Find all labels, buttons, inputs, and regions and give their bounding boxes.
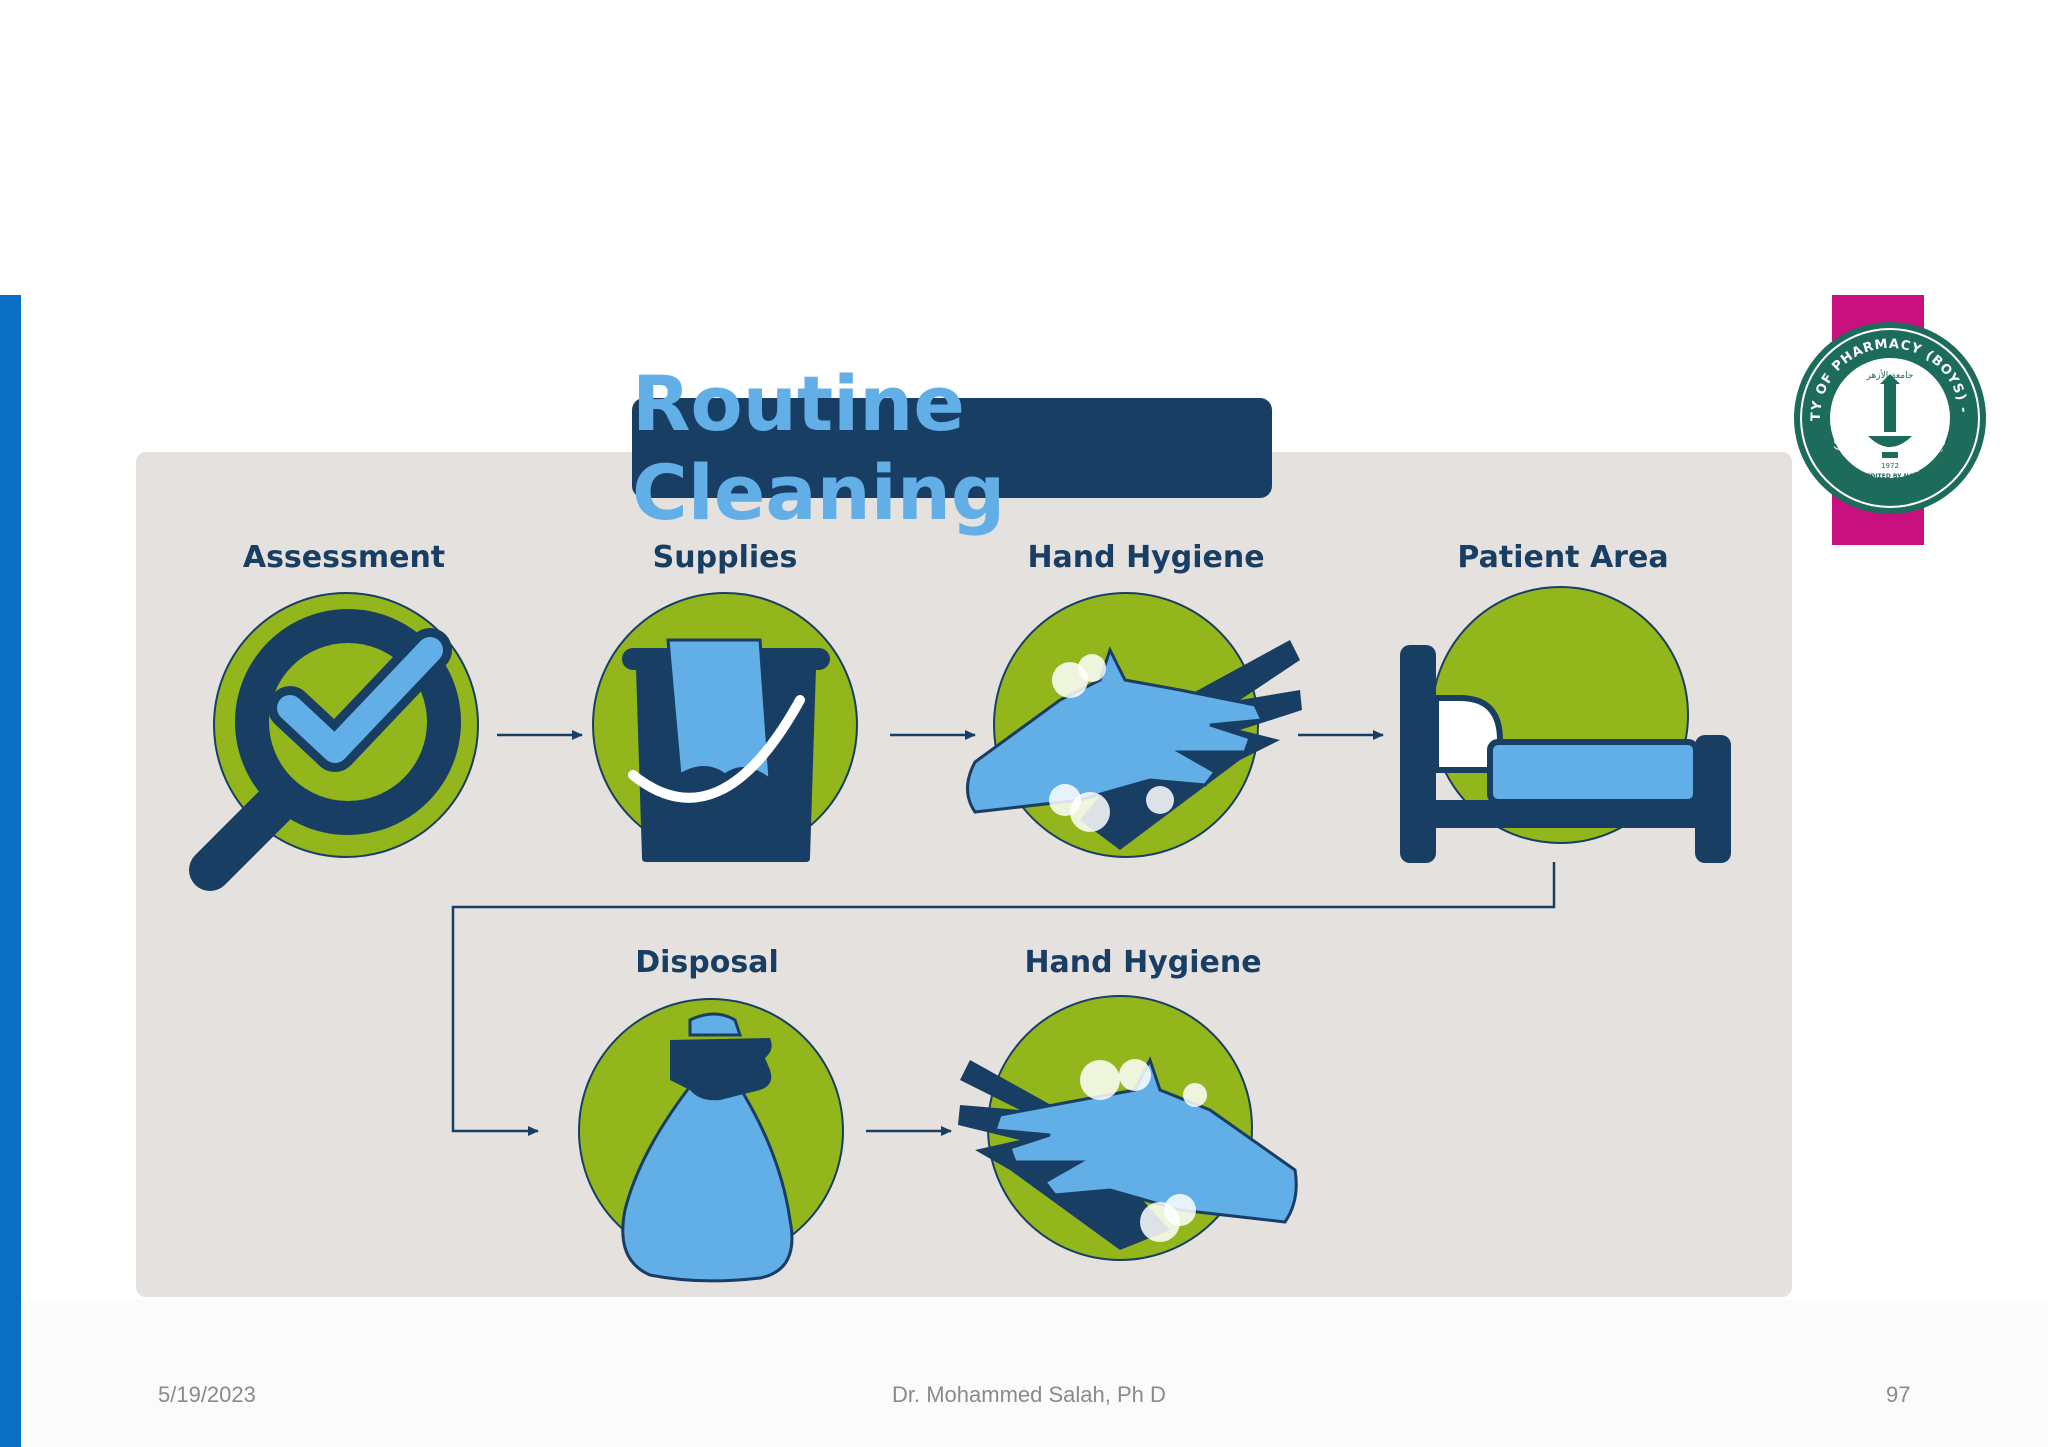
footer-page-number: 97 [1886,1382,1911,1407]
footer-author: Dr. Mohammed Salah, Ph D [892,1382,1166,1407]
diagram-panel [136,452,1792,1297]
bucket-icon [592,592,858,862]
step-label-hand-hygiene-2: Hand Hygiene [1024,945,1262,980]
bed-icon [1400,586,1731,863]
seal-year: 1972 [1881,462,1899,470]
arrow-patientarea-disposal [451,862,1556,1136]
step-label-assessment: Assessment [242,540,446,575]
diagram-title: Routine Cleaning [632,359,1006,537]
faculty-seal-logo: FACULTY OF PHARMACY (BOYS) - CAIRO كلية … [1790,318,1986,514]
trash-bag-icon [578,998,844,1283]
magnifier-check-icon [189,592,479,891]
footer-band [21,1300,2048,1447]
hand-washing-icon [966,592,1302,858]
footer-date: 5/19/2023 [158,1382,256,1407]
diagram-title-box: Routine Cleaning [632,359,1272,537]
accent-bar [0,295,21,1447]
step-label-disposal: Disposal [635,945,779,980]
step-label-supplies: Supplies [652,540,798,575]
mosque-mortar-icon [1868,374,1912,458]
seal-accredited: ACCREDITED BY NAQAAE [1848,473,1931,480]
step-label-patient-area: Patient Area [1457,540,1669,575]
flow-arrows [451,730,1556,1136]
hand-washing-icon-2 [958,995,1298,1261]
step-label-hand-hygiene-1: Hand Hygiene [1027,540,1265,575]
